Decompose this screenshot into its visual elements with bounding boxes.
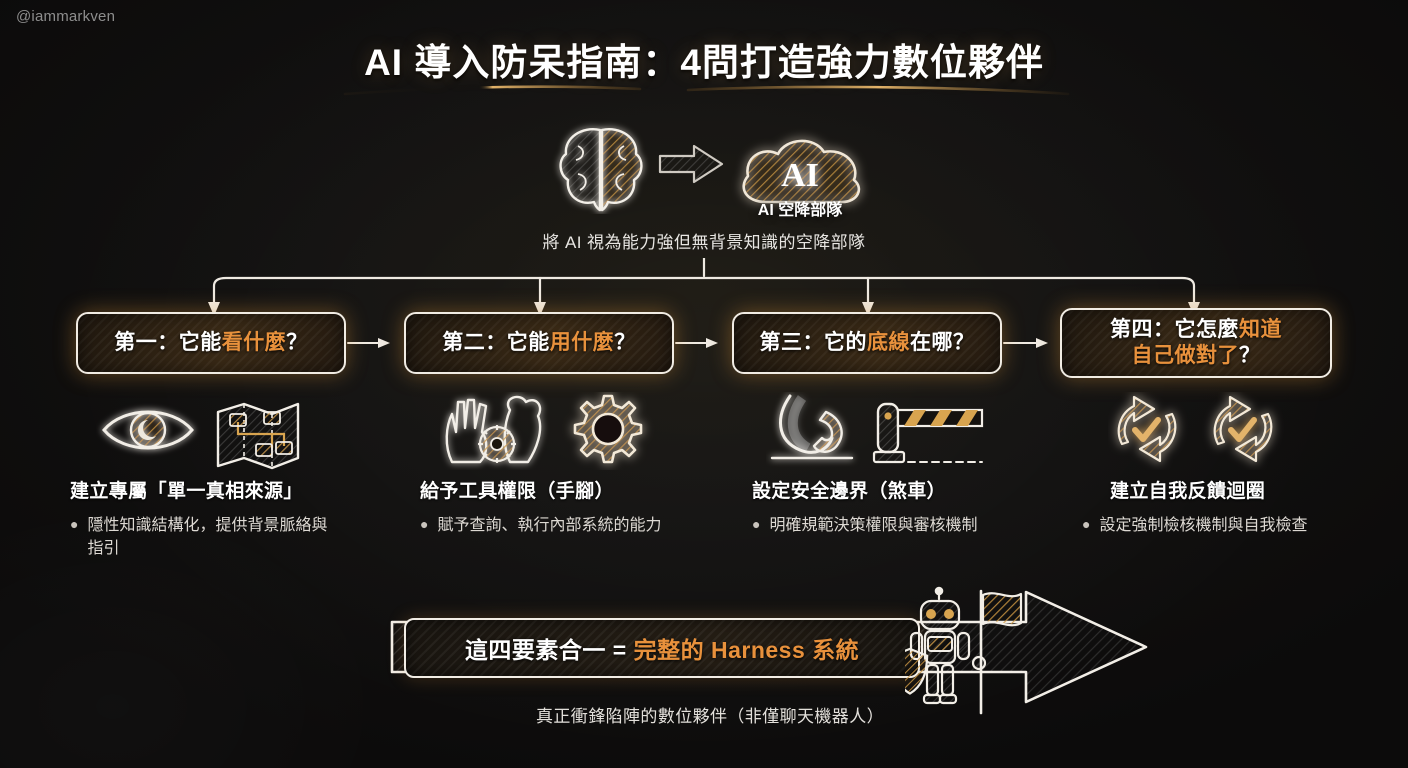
step-4-line2-suffix: ？ (1239, 344, 1261, 367)
step-4-line2-highlight: 自己做對了 (1131, 344, 1239, 367)
eye-icon (102, 410, 194, 450)
title-underline-decoration (0, 84, 1408, 98)
step-1-highlight: 看什麼 (221, 331, 287, 355)
step-4-prefix: 第四：它怎麼 (1110, 318, 1239, 342)
column-3: 設定安全邊界（煞車） ● 明確規範決策權限與審核機制 (752, 476, 1052, 537)
column-4: 建立自我反饋迴圈 ● 設定強制檢核機制與自我檢查 (1082, 476, 1382, 537)
step-3-prefix: 第三：它的 (759, 331, 867, 355)
step-box-2-text: 第二：它能用什麼？ (442, 330, 636, 356)
column-3-icons (766, 392, 986, 470)
title-block: AI 導入防呆指南：4問打造強力數位夥伴 (0, 32, 1408, 96)
brake-pedal-icon (770, 394, 854, 460)
refresh-check-icon (1117, 395, 1177, 463)
summary-banner-text: 這四要素合一 = 完整的 Harness 系統 (465, 631, 859, 665)
step-1-suffix: ？ (286, 331, 308, 355)
step-2-suffix: ？ (614, 331, 636, 355)
top-caption: 將 AI 視為能力強但無背景知識的空降部隊 (542, 233, 866, 252)
step-box-3[interactable]: 第三：它的底線在哪？ (732, 312, 1002, 374)
column-3-bullet: ● 明確規範決策權限與審核機制 (752, 514, 1052, 537)
robot-with-flag-and-shield-icon (891, 585, 1025, 720)
summary-banner[interactable]: 這四要素合一 = 完整的 Harness 系統 (404, 618, 920, 678)
bullet-dot-icon: ● (70, 516, 79, 532)
map-network-icon (216, 402, 300, 470)
column-2: 給予工具權限（手腳） ● 賦予查詢、執行內部系統的能力 (420, 476, 720, 537)
column-2-icons (440, 392, 660, 470)
arrow-right-icon (658, 144, 724, 184)
column-3-title: 設定安全邊界（煞車） (752, 481, 947, 502)
column-2-bullet: ● 賦予查詢、執行內部系統的能力 (420, 514, 720, 537)
bottom-caption: 真正衝鋒陷陣的數位夥伴（非僅聊天機器人） (536, 707, 884, 726)
summary-highlight: 完整的 Harness 系統 (633, 637, 860, 663)
refresh-check-icon (1213, 395, 1273, 463)
step-1-prefix: 第一：它能 (114, 331, 222, 355)
column-1-icons (96, 392, 326, 470)
page-title: AI 導入防呆指南：4問打造強力數位夥伴 (364, 42, 1044, 83)
step-box-4[interactable]: 第四：它怎麼知道 自己做對了？ (1060, 308, 1332, 378)
bullet-dot-icon: ● (420, 516, 429, 532)
step-2-prefix: 第二：它能 (442, 331, 550, 355)
column-4-bullet: ● 設定強制檢核機制與自我檢查 (1082, 514, 1382, 537)
step-connector-arrows (347, 338, 1048, 348)
column-4-title: 建立自我反饋迴圈 (1110, 481, 1266, 502)
gear-icon (573, 394, 643, 464)
summary-prefix: 這四要素合一 = (464, 637, 634, 663)
bullet-dot-icon: ● (752, 516, 761, 532)
cloud-label: AI 空降部隊 (757, 202, 843, 219)
step-box-4-text: 第四：它怎麼知道 自己做對了？ (1110, 317, 1282, 368)
barrier-gate-icon (872, 402, 984, 464)
step-box-1-text: 第一：它能看什麼？ (114, 330, 308, 356)
connector-bracket (0, 256, 1408, 320)
column-1: 建立專屬「單一真相來源」 ● 隱性知識結構化，提供背景脈絡與指引 (70, 476, 370, 560)
step-box-1[interactable]: 第一：它能看什麼？ (76, 312, 346, 374)
step-box-2[interactable]: 第二：它能用什麼？ (404, 312, 674, 374)
step-box-3-text: 第三：它的底線在哪？ (760, 330, 975, 356)
hand-foot-gear-icon (445, 395, 542, 464)
watermark: @iammarkven (16, 8, 116, 25)
column-3-bullet-text: 明確規範決策權限與審核機制 (769, 517, 978, 534)
svg-text:AI: AI (781, 157, 819, 194)
column-2-bullet-text: 賦予查詢、執行內部系統的能力 (437, 517, 662, 534)
column-4-icons (1108, 392, 1308, 470)
brain-icon (559, 128, 643, 212)
column-1-title: 建立專屬「單一真相來源」 (70, 481, 303, 502)
step-4-highlight: 知道 (1239, 318, 1282, 342)
step-3-suffix: 在哪？ (910, 331, 975, 355)
step-2-highlight: 用什麼 (549, 331, 615, 355)
cloud-icon: AI (742, 139, 861, 204)
column-1-bullet-text: 隱性知識結構化，提供背景脈絡與指引 (87, 517, 328, 558)
column-4-bullet-text: 設定強制檢核機制與自我檢查 (1099, 517, 1308, 534)
bullet-dot-icon: ● (1082, 516, 1091, 532)
step-3-highlight: 底線 (867, 331, 910, 355)
top-ai-illustration: AI (0, 118, 1408, 214)
column-1-bullet: ● 隱性知識結構化，提供背景脈絡與指引 (70, 514, 370, 560)
step-boxes: 第一：它能看什麼？ 第二：它能用什麼？ 第三：它的底線在哪？ 第四：它怎麼知道 … (0, 305, 1408, 385)
column-2-title: 給予工具權限（手腳） (420, 481, 615, 502)
